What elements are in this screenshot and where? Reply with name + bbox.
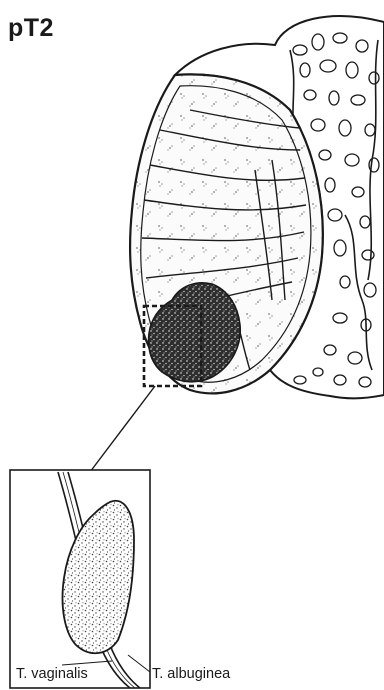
inset-magnified-view (10, 470, 150, 688)
label-tunica-vaginalis: T. vaginalis (16, 666, 88, 682)
connector-line (90, 386, 155, 472)
label-tunica-albuginea: T. albuginea (152, 666, 230, 682)
